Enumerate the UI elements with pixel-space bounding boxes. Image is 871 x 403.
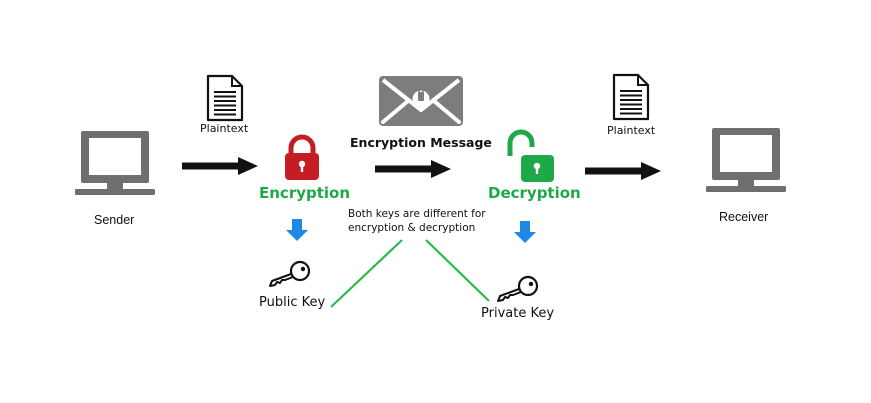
keys-note-line-2: encryption & decryption [348, 222, 476, 234]
plaintext-left-label: Plaintext [200, 122, 249, 135]
encryption-message-label: Encryption Message [350, 135, 492, 150]
private-key-icon [496, 275, 539, 303]
decryption-label: Decryption [488, 184, 581, 202]
plaintext-left-document-icon [206, 74, 244, 122]
sender-computer-icon [75, 131, 155, 195]
arrow-down-icon [286, 219, 308, 241]
arrow-down-icon [514, 221, 536, 243]
connector-line-private [425, 239, 490, 302]
closed-lock-icon [285, 134, 319, 180]
arrow-right-icon [182, 157, 258, 175]
public-key-icon [268, 260, 311, 288]
private-key-label: Private Key [481, 306, 555, 321]
arrow-right-icon [585, 162, 661, 180]
sender-label: Sender [94, 213, 135, 227]
receiver-computer-icon [706, 128, 786, 192]
encryption-label: Encryption [259, 184, 351, 202]
open-lock-icon [507, 129, 554, 182]
public-key-label: Public Key [259, 295, 326, 310]
connector-line-public [330, 239, 403, 308]
envelope-icon [379, 76, 463, 126]
plaintext-right-document-icon [612, 73, 650, 121]
plaintext-right-label: Plaintext [607, 124, 656, 137]
keys-note-line-1: Both keys are different for [348, 208, 486, 220]
receiver-label: Receiver [719, 210, 769, 224]
keys-note: Both keys are different for encryption &… [348, 207, 486, 235]
arrow-right-icon [375, 160, 451, 178]
